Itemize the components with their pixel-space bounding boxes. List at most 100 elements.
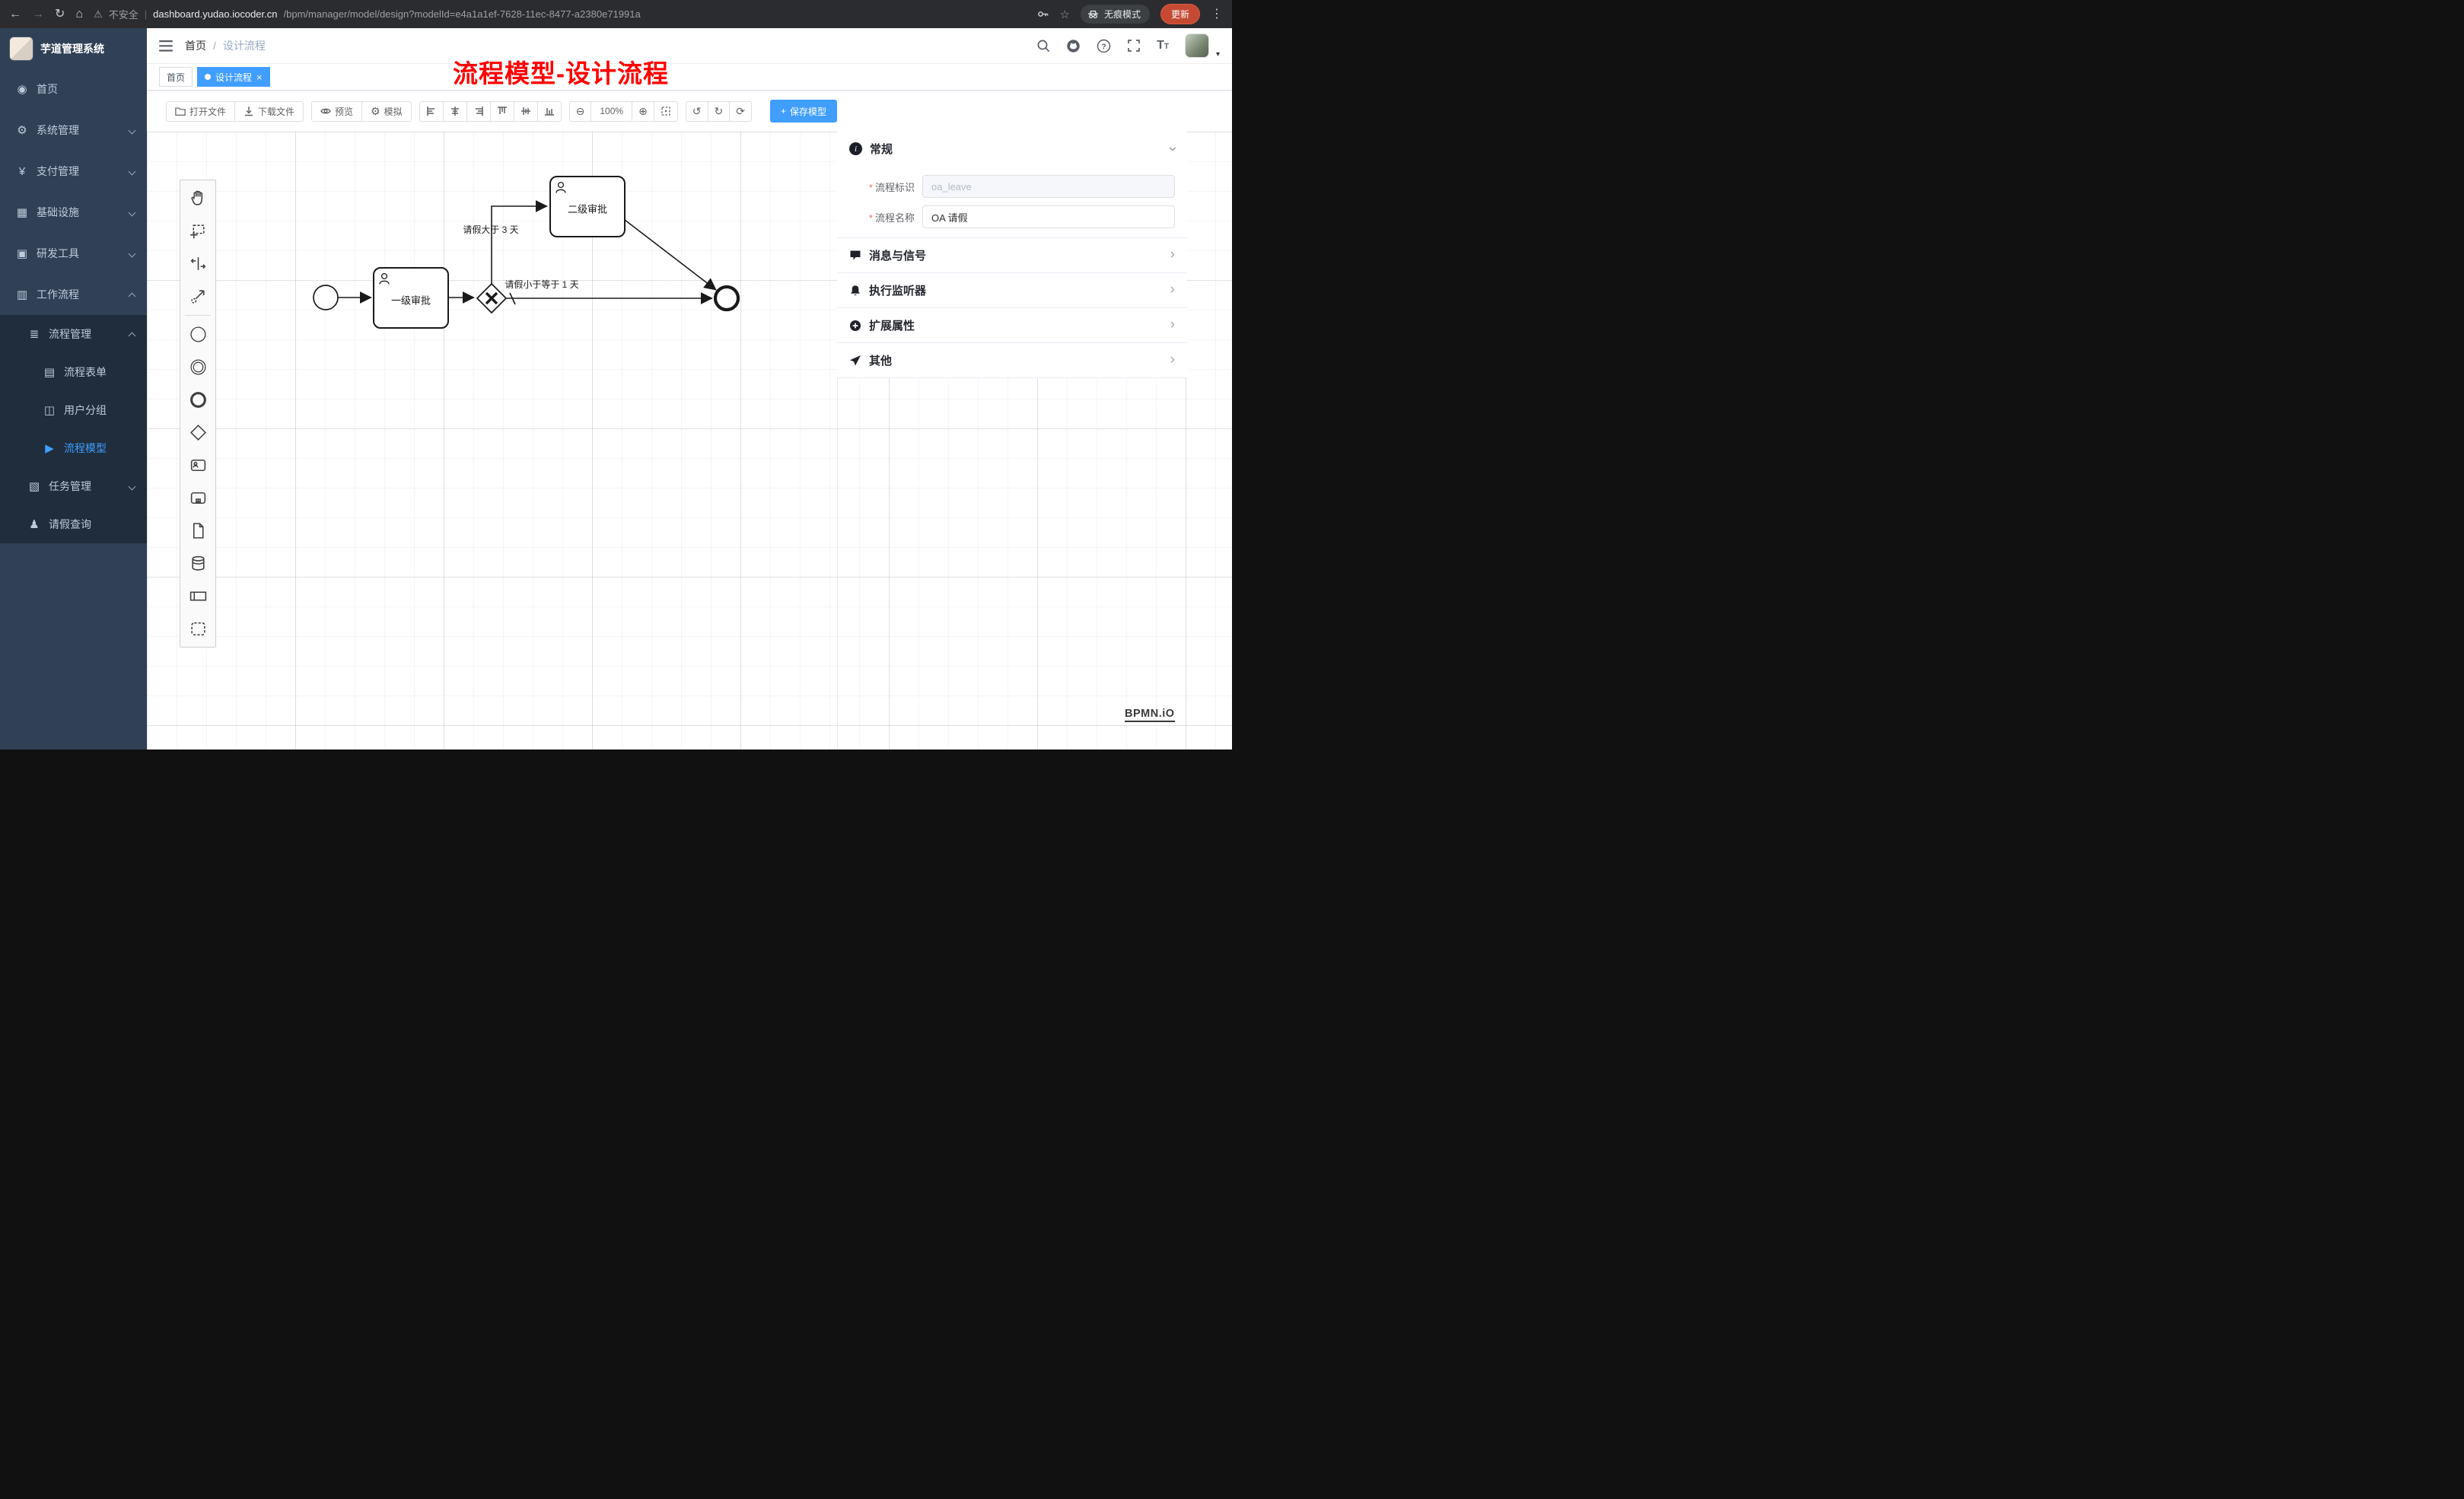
required-asterisk: * [868, 212, 873, 224]
section-extended-attributes-header[interactable]: 扩展属性 › [837, 308, 1187, 342]
space-tool[interactable] [180, 247, 215, 280]
section-execution-listener: 执行监听器 › [837, 272, 1187, 307]
app-logo-row[interactable]: 芋道管理系统 [0, 28, 147, 68]
create-data-store[interactable] [180, 547, 215, 580]
sidebar-item-leave-query[interactable]: ♟ 请假查询 [0, 505, 147, 543]
redo-button[interactable]: ↻ [707, 100, 731, 122]
chevron-right-icon: › [1170, 352, 1175, 368]
sidebar-item-workflow[interactable]: ▥ 工作流程 [0, 274, 147, 315]
sidebar-item-system[interactable]: ⚙ 系统管理 [0, 110, 147, 151]
sidebar-item-process-mgmt[interactable]: ≣ 流程管理 [0, 315, 147, 353]
flag-icon: ▧ [28, 480, 40, 493]
back-icon[interactable]: ← [9, 7, 21, 21]
bell-icon [849, 285, 861, 297]
undo-button[interactable]: ↺ [685, 100, 708, 122]
create-start-event[interactable] [180, 318, 215, 351]
align-right-button[interactable] [466, 100, 491, 122]
create-group[interactable] [180, 613, 215, 645]
sidebar-item-payment[interactable]: ¥ 支付管理 [0, 151, 147, 192]
browser-update-button[interactable]: 更新 [1160, 4, 1200, 24]
sidebar-item-infra[interactable]: ▦ 基础设施 [0, 192, 147, 233]
reload-icon[interactable]: ↻ [55, 7, 65, 21]
tab-close-icon[interactable]: × [256, 71, 263, 83]
hamburger-icon[interactable] [159, 40, 173, 52]
bpmn-palette [180, 180, 216, 648]
search-icon[interactable] [1036, 39, 1050, 53]
browser-menu-icon[interactable]: ⋮ [1211, 7, 1223, 21]
sequence-flow-task2-end[interactable] [624, 219, 717, 291]
zoom-in-button[interactable]: ⊕ [632, 100, 654, 122]
align-vcenter-button[interactable] [513, 100, 538, 122]
tab-design-process[interactable]: 设计流程 × [197, 67, 270, 87]
bpmn-io-watermark[interactable]: BPMN.iO [1125, 708, 1175, 722]
chevron-down-icon [129, 482, 136, 490]
section-message-signal-header[interactable]: 消息与信号 › [837, 238, 1187, 272]
user-task-level2-node[interactable]: 二级审批 [549, 176, 626, 237]
breadcrumb: 首页 / 设计流程 [185, 38, 266, 53]
preview-button[interactable]: 预览 [311, 100, 363, 122]
sidebar-item-home[interactable]: ◉ 首页 [0, 68, 147, 110]
sidebar-item-task-mgmt[interactable]: ▧ 任务管理 [0, 467, 147, 505]
open-file-button[interactable]: 打开文件 [166, 100, 236, 122]
process-key-input[interactable] [922, 175, 1175, 198]
chevron-right-icon: › [1170, 247, 1175, 263]
create-data-object[interactable] [180, 514, 215, 547]
security-label[interactable]: 不安全 [108, 9, 138, 21]
end-event-node[interactable] [713, 285, 740, 312]
start-event-node[interactable] [313, 285, 339, 310]
exclusive-gateway-node[interactable] [476, 282, 508, 314]
download-file-button[interactable]: 下载文件 [234, 100, 304, 122]
process-name-input[interactable] [922, 205, 1175, 228]
app-title: 芋道管理系统 [40, 42, 104, 55]
list-icon: ≣ [29, 328, 40, 341]
create-participant[interactable] [180, 580, 215, 613]
zoom-out-button[interactable]: ⊖ [568, 100, 592, 122]
sidebar-item-devtools[interactable]: ▣ 研发工具 [0, 233, 147, 274]
create-end-event[interactable] [180, 384, 215, 416]
section-general-header[interactable]: i 常规 › [837, 132, 1187, 166]
align-vcenter-icon [520, 107, 530, 115]
help-icon[interactable]: ? [1097, 39, 1111, 53]
bpmn-canvas[interactable]: 一级审批 请假大于 3 天 [147, 132, 1232, 750]
global-connect-tool[interactable] [180, 280, 215, 313]
screen: ← → ↻ ⌂ ⚠ 不安全 | dashboard.yudao.iocoder.… [0, 0, 1232, 750]
key-icon[interactable] [1036, 8, 1049, 21]
section-other-header[interactable]: 其他 › [837, 343, 1187, 377]
align-top-button[interactable] [489, 100, 514, 122]
user-icon [379, 272, 390, 285]
home-icon[interactable]: ⌂ [75, 7, 84, 21]
create-exclusive-gateway[interactable] [180, 416, 215, 449]
font-size-icon[interactable]: TT [1157, 39, 1169, 52]
sidebar-item-process-model[interactable]: ▶ 流程模型 [0, 429, 147, 467]
user-task-level1-node[interactable]: 一级审批 [373, 267, 449, 329]
sidebar-item-user-group[interactable]: ◫ 用户分组 [43, 404, 107, 417]
align-left-button[interactable] [419, 100, 444, 122]
plus-icon: + [781, 106, 787, 116]
align-hcenter-button[interactable] [442, 100, 467, 122]
zoom-reset-button[interactable] [653, 100, 678, 122]
create-intermediate-event[interactable] [180, 351, 215, 384]
section-execution-listener-header[interactable]: 执行监听器 › [837, 273, 1187, 307]
align-bottom-button[interactable] [536, 100, 562, 122]
tab-home[interactable]: 首页 [159, 67, 193, 87]
chevron-down-icon [129, 208, 136, 216]
caret-down-icon[interactable]: ▾ [1215, 49, 1220, 59]
avatar[interactable] [1184, 33, 1209, 58]
github-icon[interactable] [1066, 39, 1081, 53]
document-icon: ▤ [43, 366, 56, 379]
address-bar[interactable]: ⚠ 不安全 | dashboard.yudao.iocoder.cn /bpm/… [94, 7, 1025, 21]
hand-tool[interactable] [180, 182, 215, 215]
simulate-button[interactable]: ⚙ 模拟 [361, 100, 412, 122]
lasso-tool[interactable] [180, 215, 215, 247]
create-user-task[interactable] [180, 449, 215, 482]
forward-icon[interactable]: → [32, 7, 44, 21]
sidebar-item-process-form[interactable]: ▤ 流程表单 [43, 366, 107, 379]
bookmark-star-icon[interactable]: ☆ [1059, 8, 1070, 21]
sequence-flow-gt3[interactable] [491, 200, 548, 284]
chevron-down-icon [129, 250, 136, 257]
restart-button[interactable]: ⟳ [729, 100, 752, 122]
create-subprocess[interactable] [180, 482, 215, 514]
breadcrumb-home[interactable]: 首页 [185, 40, 206, 52]
save-model-button[interactable]: + 保存模型 [770, 100, 838, 123]
fullscreen-icon[interactable] [1127, 39, 1141, 53]
